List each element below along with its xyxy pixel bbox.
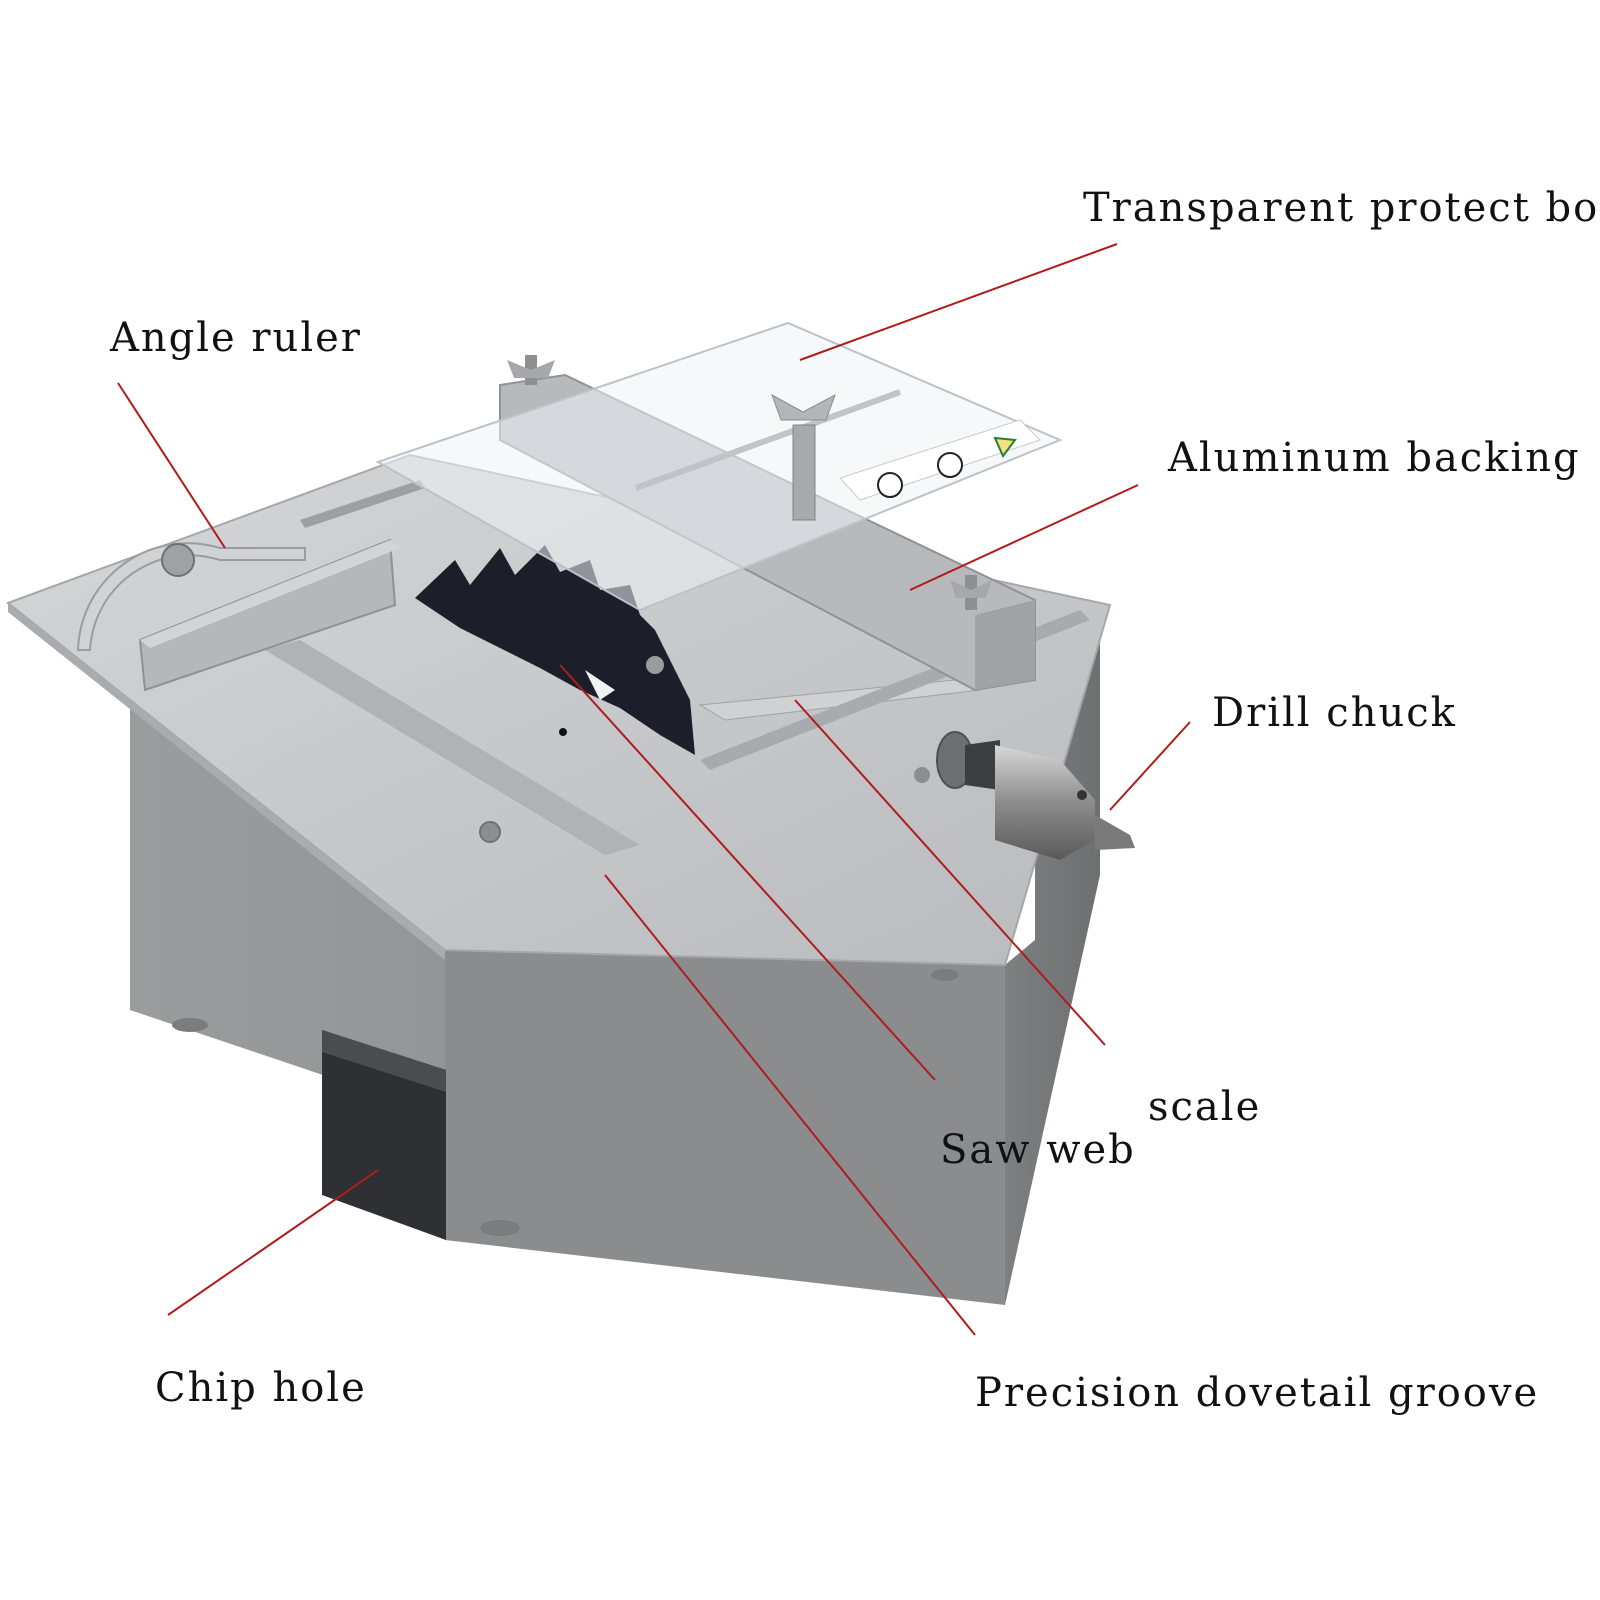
- label-saw-web: Saw web: [940, 1127, 1136, 1173]
- leader-saw-web: [559, 664, 936, 1081]
- drill-chuck: [914, 731, 1135, 860]
- label-transparent-protect-board: Transparent protect board: [1083, 185, 1600, 231]
- label-aluminum-backing: Aluminum backing: [1168, 435, 1581, 481]
- leader-drill-chuck: [1109, 721, 1191, 811]
- label-angle-ruler: Angle ruler: [110, 315, 362, 361]
- angle-ruler: [76, 538, 400, 692]
- transparent-protect-board: [375, 321, 1063, 612]
- leader-angle-ruler: [117, 382, 226, 549]
- label-scale: scale: [1148, 1084, 1262, 1130]
- leader-precision-dovetail-groove: [604, 874, 976, 1336]
- leader-chip-hole: [167, 1169, 379, 1316]
- leader-aluminum-backing: [909, 484, 1139, 591]
- label-precision-dovetail-groove: Precision dovetail groove: [975, 1370, 1540, 1416]
- dovetail-groove: [265, 640, 640, 855]
- label-drill-chuck: Drill chuck: [1212, 690, 1457, 736]
- label-chip-hole: Chip hole: [155, 1365, 367, 1411]
- leader-transparent-protect-board: [799, 243, 1118, 361]
- leader-scale: [794, 699, 1106, 1046]
